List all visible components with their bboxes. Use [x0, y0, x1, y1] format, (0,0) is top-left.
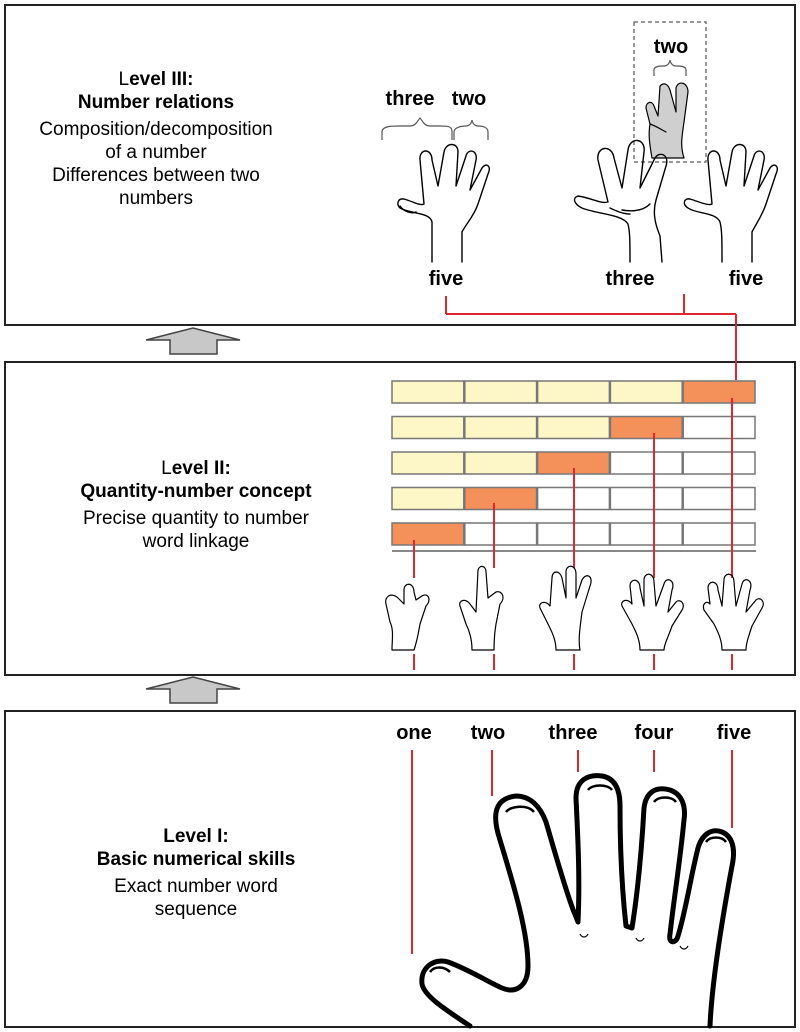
label-two-top: two [451, 88, 487, 110]
level-2-panel: Level II: Quantity-number concept Precis… [4, 361, 796, 676]
number-word-three: three [548, 722, 598, 744]
level-3-text: Level III: Number relations Composition/… [6, 68, 306, 210]
level-1-panel: Level I: Basic numerical skills Exact nu… [4, 710, 796, 1028]
label-three-top: three [385, 88, 435, 110]
label-five-left: five [428, 268, 464, 290]
level-1-subtitle: Basic numerical skills [96, 849, 296, 870]
level-3-description: Composition/decomposition of a number Di… [39, 119, 273, 209]
number-word-five: five [716, 722, 752, 744]
level-3-title: Level III: [118, 69, 194, 90]
label-five-right: five [728, 268, 764, 290]
level-2-title: Level II: [161, 458, 231, 479]
level-3-subtitle: Number relations [77, 92, 235, 113]
level-1-title: Level I: [163, 826, 229, 847]
level-2-subtitle: Quantity-number concept [80, 481, 312, 502]
label-two-inset: two [653, 36, 689, 58]
label-three-middle: three [605, 268, 655, 290]
level-2-description: Precise quantity to number word linkage [82, 508, 309, 552]
number-word-one: one [396, 722, 432, 744]
level-1-description: Exact number word sequence [114, 876, 278, 920]
level-1-text: Level I: Basic numerical skills Exact nu… [66, 825, 326, 921]
number-word-two: two [470, 722, 506, 744]
level-2-text: Level II: Quantity-number concept Precis… [46, 457, 346, 553]
number-word-four: four [634, 722, 674, 744]
